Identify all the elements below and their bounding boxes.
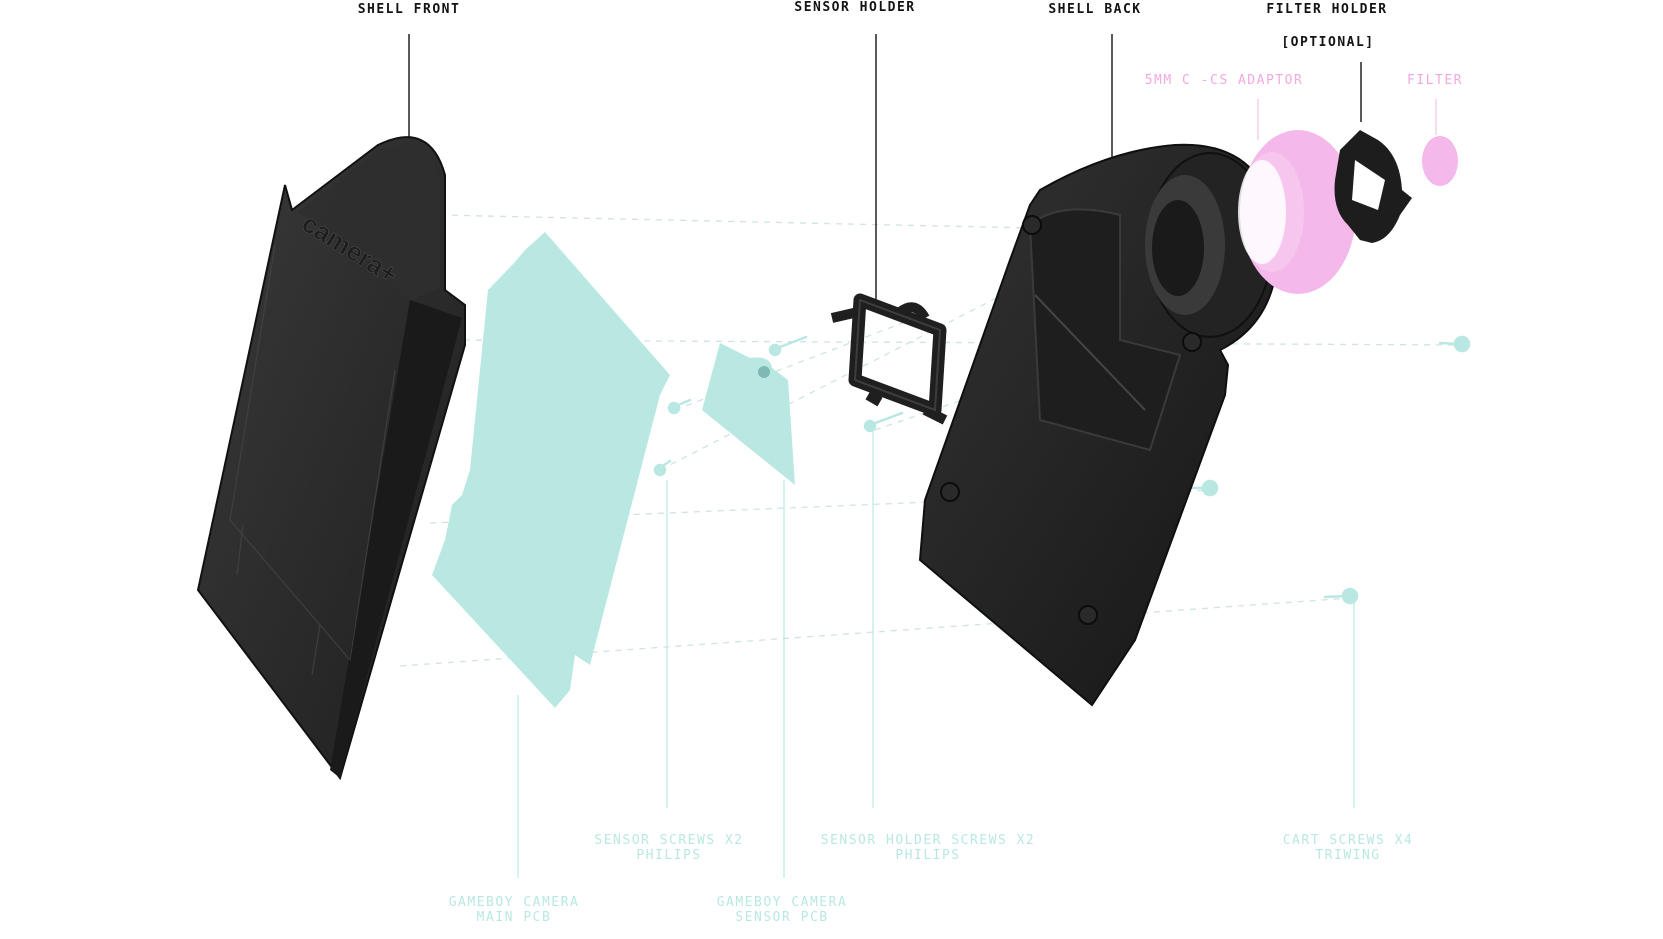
label-main-pcb: GAMEBOY CAMERA MAIN PCB [449,895,580,925]
holder-screw-icon [768,335,808,357]
sensor-screws-count: SENSOR SCREWS X2 [594,833,744,848]
label-holder-screws: SENSOR HOLDER SCREWS X2 PHILIPS [821,833,1036,863]
label-shell-back: SHELL BACK [1048,2,1142,17]
label-sensor-pcb: GAMEBOY CAMERA SENSOR PCB [717,895,848,925]
cart-screw-icon [1323,587,1359,605]
label-filter: FILTER [1407,73,1463,88]
holder-screws-count: SENSOR HOLDER SCREWS X2 [820,833,1036,848]
filter-holder-part [1334,130,1412,243]
cart-screws-type: TRIWING [1315,848,1381,863]
sensor-screw-icon [667,398,692,415]
label-sensor-screws: SENSOR SCREWS X2 PHILIPS [594,833,743,863]
leader-lines-pink [1257,99,1437,140]
label-cs-adaptor: 5MM C -CS ADAPTOR [1144,73,1304,88]
screw-bosses [940,215,1202,625]
sensor-pcb-part [702,343,795,485]
main-pcb-line2: MAIN PCB [476,910,552,925]
label-filter-holder-optional: [OPTIONAL] [1281,35,1375,50]
cart-screw-icon [1438,335,1471,353]
label-cart-screws: CART SCREWS X4 TRIWING [1283,833,1414,863]
cs-adaptor-part [1238,130,1356,294]
shell-front-part: camera+ [196,136,466,781]
sensor-holder-part [830,293,948,425]
sensor-screw-icon [653,459,672,477]
main-pcb-part [432,232,670,708]
cart-screws-count: CART SCREWS X4 [1282,833,1414,848]
sensor-pcb-line1: GAMEBOY CAMERA [716,895,848,910]
holder-screw-icon [863,411,904,433]
leader-lines-teal [517,430,1355,878]
shell-back-part [918,143,1280,707]
label-sensor-holder: SENSOR HOLDER [794,0,916,15]
label-shell-front: SHELL FRONT [357,2,461,17]
filter-part [1422,136,1458,186]
sensor-screws-type: PHILIPS [636,848,702,863]
main-pcb-line1: GAMEBOY CAMERA [448,895,580,910]
holder-screws-type: PHILIPS [895,848,961,863]
label-filter-holder: FILTER HOLDER [1266,2,1388,17]
sensor-pcb-line2: SENSOR PCB [735,910,829,925]
